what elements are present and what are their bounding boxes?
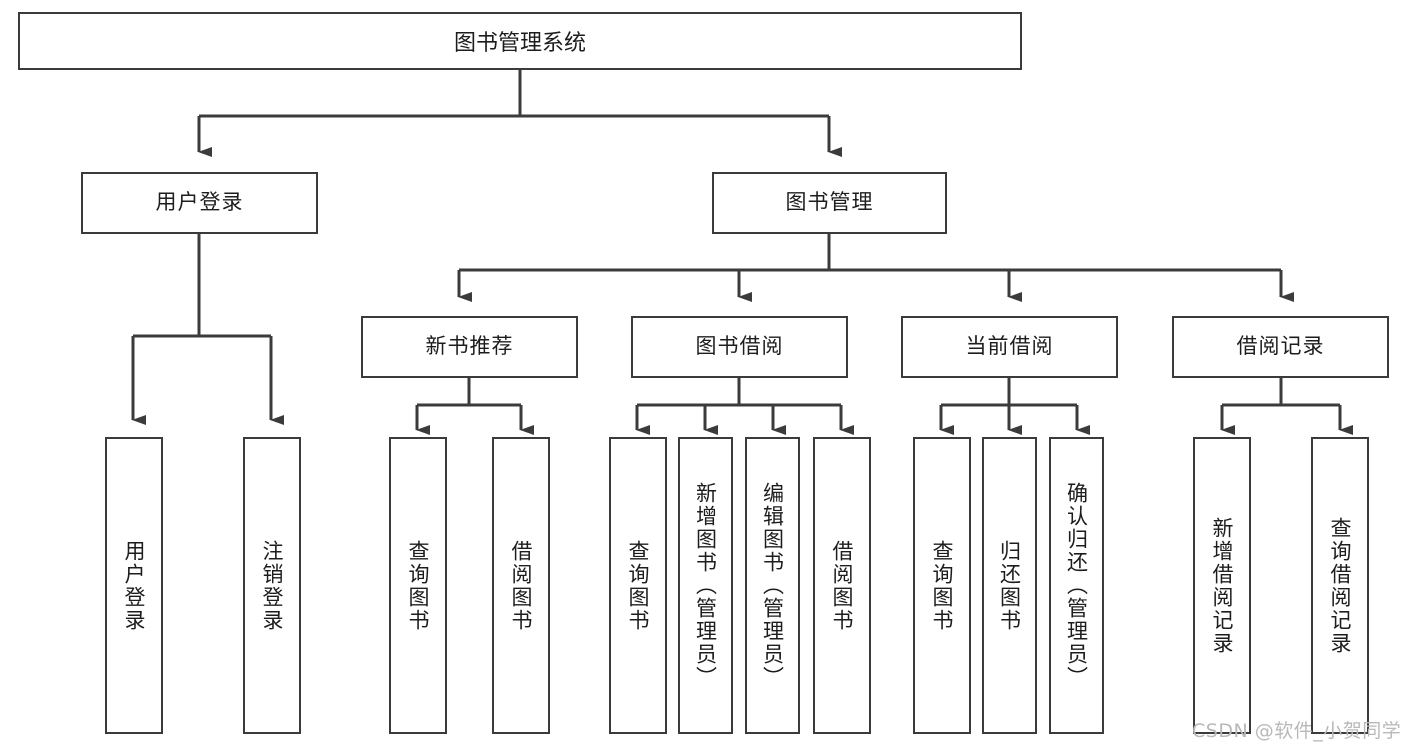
leaf-query-book-current[interactable]: 查询图书 [913,437,971,734]
leaf-user-login[interactable]: 用户登录 [105,437,163,734]
leaf-add-book-admin[interactable]: 新增图书（管理员） [678,437,733,734]
leaf-add-borrow-record[interactable]: 新增借阅记录 [1193,437,1251,734]
leaf-query-book[interactable]: 查询图书 [609,437,667,734]
leaf-return-book[interactable]: 归还图书 [982,437,1037,734]
node-label: 当前借阅 [965,334,1054,359]
leaf-query-book-new[interactable]: 查询图书 [389,437,447,734]
node-label: 查询借阅记录 [1328,516,1353,655]
leaf-edit-book-admin[interactable]: 编辑图书（管理员） [745,437,800,734]
node-book-borrow[interactable]: 图书借阅 [631,316,848,378]
node-book-management-system[interactable]: 图书管理系统 [18,12,1022,70]
node-label: 图书借阅 [695,334,784,359]
leaf-confirm-return-admin[interactable]: 确认归还（管理员） [1049,437,1104,734]
node-label: 查询图书 [930,539,955,632]
node-label: 编辑图书（管理员） [760,482,785,689]
node-current-borrow[interactable]: 当前借阅 [901,316,1118,378]
node-label: 确认归还（管理员） [1064,482,1089,689]
leaf-borrow-book[interactable]: 借阅图书 [813,437,871,734]
node-label: 新增图书（管理员） [693,482,718,689]
node-book-management[interactable]: 图书管理 [712,172,947,234]
node-borrow-record[interactable]: 借阅记录 [1172,316,1389,378]
node-label: 图书管理 [785,190,874,215]
node-label: 借阅记录 [1236,334,1325,359]
node-label: 借阅图书 [830,539,855,632]
csdn-watermark: CSDN @软件_小贺同学 [1192,720,1402,742]
node-label: 用户登录 [155,190,244,215]
node-label: 用户登录 [122,539,147,632]
node-new-book-recommend[interactable]: 新书推荐 [361,316,578,378]
leaf-borrow-book-new[interactable]: 借阅图书 [492,437,550,734]
leaf-query-borrow-record[interactable]: 查询借阅记录 [1311,437,1369,734]
node-label: 归还图书 [997,539,1022,632]
node-label: 图书管理系统 [453,31,586,56]
node-label: 新增借阅记录 [1210,516,1235,655]
node-label: 查询图书 [626,539,651,632]
node-label: 查询图书 [406,539,431,632]
leaf-logout[interactable]: 注销登录 [243,437,301,734]
node-user-login[interactable]: 用户登录 [81,172,318,234]
node-label: 借阅图书 [509,539,534,632]
node-label: 新书推荐 [425,334,514,359]
node-label: 注销登录 [260,539,285,632]
